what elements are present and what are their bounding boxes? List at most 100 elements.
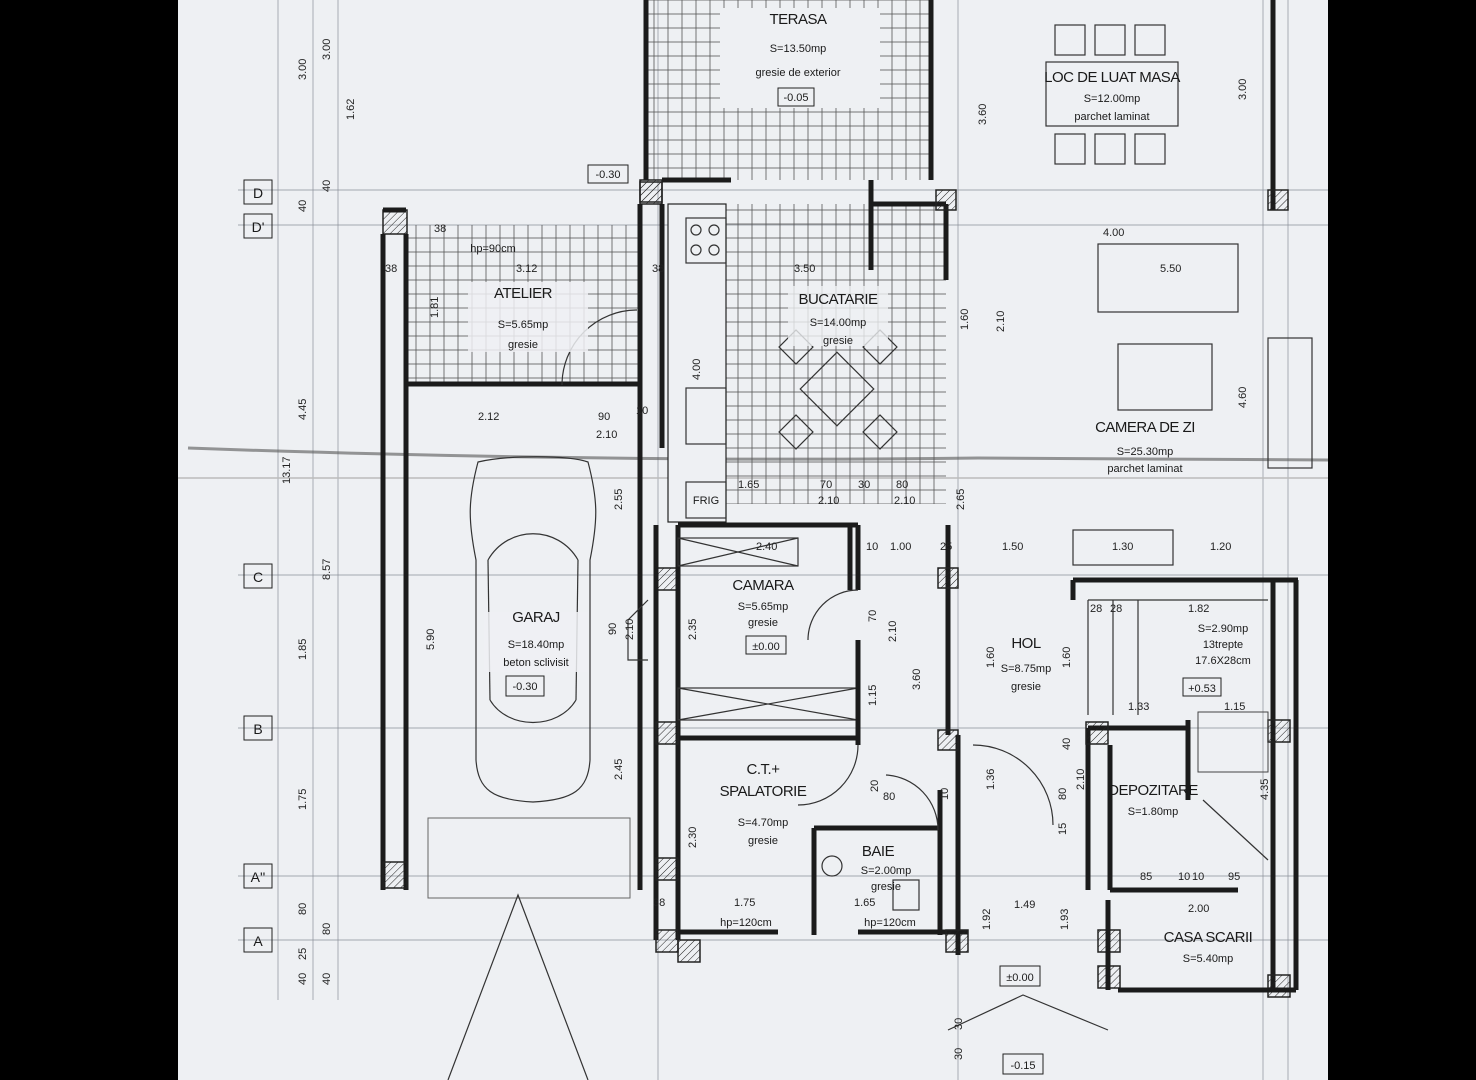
svg-text:2.10: 2.10: [596, 429, 617, 441]
baie-area: S=2.00mp: [861, 865, 911, 877]
svg-text:40: 40: [321, 973, 333, 985]
svg-text:40: 40: [297, 200, 309, 212]
svg-text:2.65: 2.65: [955, 489, 967, 510]
baie-name: BAIE: [862, 843, 895, 860]
floor-plan-drawing: D D' C B A'' A 3.00 3.00 1.62 40 40 4.45…: [178, 0, 1328, 1080]
svg-text:1.15: 1.15: [867, 685, 879, 706]
casa-scarii-area: S=5.40mp: [1183, 953, 1233, 965]
svg-text:4.45: 4.45: [297, 399, 309, 420]
svg-text:2.10: 2.10: [1075, 769, 1087, 790]
bucatarie-area: S=14.00mp: [810, 317, 867, 329]
svg-text:1.50: 1.50: [1002, 541, 1023, 553]
atelier-area: S=5.65mp: [498, 319, 548, 331]
svg-text:15: 15: [1057, 823, 1069, 835]
stairs-dims: 17.6X28cm: [1195, 655, 1251, 667]
svg-text:80: 80: [297, 903, 309, 915]
camera-zi-area: S=25.30mp: [1117, 446, 1174, 458]
atelier-finish: gresie: [508, 339, 538, 351]
svg-text:25: 25: [297, 948, 309, 960]
stairs-area: S=2.90mp: [1198, 623, 1248, 635]
axis-labels: D D' C B A'' A: [243, 179, 273, 953]
svg-text:10: 10: [636, 405, 648, 417]
living-furniture: [1097, 243, 1313, 469]
camera-zi-finish: parchet laminat: [1107, 463, 1182, 475]
driveway-ramp: [447, 893, 589, 1080]
svg-text:1.36: 1.36: [985, 769, 997, 790]
svg-text:85: 85: [1140, 871, 1152, 883]
svg-text:1.33: 1.33: [1128, 701, 1149, 713]
dining-name: LOC DE LUAT MASA: [1044, 69, 1180, 86]
depozitare-name: DEPOZITARE: [1108, 782, 1198, 799]
stove: [685, 217, 727, 264]
svg-text:90: 90: [598, 411, 610, 423]
fridge-label: FRIG: [693, 495, 719, 507]
depozitare-area: S=1.80mp: [1128, 806, 1178, 818]
camera-zi-name: CAMERA DE ZI: [1095, 419, 1195, 436]
camara-shelf: [677, 537, 799, 567]
svg-text:5.90: 5.90: [425, 629, 437, 650]
svg-text:2.10: 2.10: [995, 311, 1007, 332]
camara-level: ±0.00: [752, 641, 779, 653]
axis-b: B: [253, 721, 262, 737]
svg-text:1.60: 1.60: [959, 309, 971, 330]
svg-text:2.10: 2.10: [894, 495, 915, 507]
garaj-name: GARAJ: [512, 609, 560, 626]
hol-finish: gresie: [1011, 681, 1041, 693]
svg-text:80: 80: [883, 791, 895, 803]
svg-text:80: 80: [321, 923, 333, 935]
left-dimensions: 3.00 3.00 1.62 40 40 4.45 13.17 8.57 1.8…: [281, 39, 437, 985]
svg-text:1.65: 1.65: [854, 897, 875, 909]
svg-text:40: 40: [321, 180, 333, 192]
svg-text:4.35: 4.35: [1259, 779, 1271, 800]
garaj-area: S=18.40mp: [508, 639, 565, 651]
svg-text:5.50: 5.50: [1160, 263, 1181, 275]
svg-text:70: 70: [867, 610, 879, 622]
svg-text:2.00: 2.00: [1188, 903, 1209, 915]
ct-name-1: C.T.+: [747, 761, 781, 778]
svg-text:1.60: 1.60: [985, 647, 997, 668]
ct-finish: gresie: [748, 835, 778, 847]
garaj-level: -0.30: [512, 681, 537, 693]
svg-text:38: 38: [652, 263, 664, 275]
svg-text:40: 40: [297, 973, 309, 985]
svg-text:95: 95: [1228, 871, 1240, 883]
kitchen-counter: [667, 203, 727, 523]
axis-a2: A'': [251, 869, 266, 885]
svg-text:80: 80: [896, 479, 908, 491]
svg-text:90: 90: [607, 623, 619, 635]
inner-dimensions: 38 38 3.12 1.81 2.12 90 2.10 10 38 3.50 …: [385, 79, 1271, 1060]
atelier-name: ATELIER: [494, 285, 553, 302]
car-icon: [469, 456, 597, 803]
svg-text:1.75: 1.75: [734, 897, 755, 909]
fridge: [685, 481, 727, 519]
level-bottom: -0.15: [1010, 1060, 1035, 1072]
svg-text:3.60: 3.60: [977, 104, 989, 125]
sink-icon: [821, 855, 843, 877]
svg-text:70: 70: [820, 479, 832, 491]
stairs-level: +0.53: [1188, 683, 1216, 695]
svg-text:2.40: 2.40: [756, 541, 777, 553]
svg-text:2.10: 2.10: [624, 619, 636, 640]
svg-text:10: 10: [866, 541, 878, 553]
svg-text:3.50: 3.50: [794, 263, 815, 275]
hol-name: HOL: [1011, 635, 1041, 652]
svg-text:3.12: 3.12: [516, 263, 537, 275]
casa-scarii-name: CASA SCARII: [1164, 929, 1253, 946]
svg-text:28: 28: [1090, 603, 1102, 615]
terasa-name: TERASA: [769, 11, 827, 28]
svg-text:1.49: 1.49: [1014, 899, 1035, 911]
svg-text:1.20: 1.20: [1210, 541, 1231, 553]
bucatarie-finish: gresie: [823, 335, 853, 347]
camara-finish: gresie: [748, 617, 778, 629]
svg-text:10: 10: [939, 788, 951, 800]
svg-text:2.12: 2.12: [478, 411, 499, 423]
hol-area: S=8.75mp: [1001, 663, 1051, 675]
level-top-left: -0.30: [595, 169, 620, 181]
baie-finish: gresie: [871, 881, 901, 893]
svg-text:30: 30: [953, 1048, 965, 1060]
svg-text:30: 30: [858, 479, 870, 491]
svg-text:28: 28: [1110, 603, 1122, 615]
ct-hp: hp=120cm: [720, 917, 772, 929]
svg-text:1.30: 1.30: [1112, 541, 1133, 553]
svg-text:1.60: 1.60: [1061, 647, 1073, 668]
